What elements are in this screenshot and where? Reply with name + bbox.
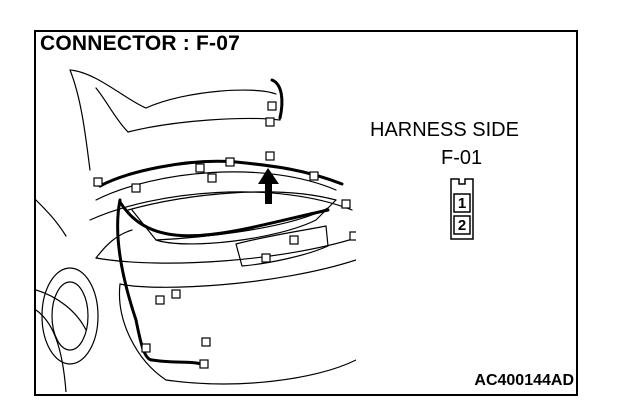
car-rear-illustration (36, 69, 356, 392)
connector-title: CONNECTOR : F-07 (40, 32, 240, 55)
pin-1-label: 1 (458, 195, 466, 212)
figure-id: AC400144AD (474, 372, 574, 389)
pin-2-label: 2 (458, 217, 466, 234)
up-arrow-icon (258, 168, 279, 204)
harness-connector-face: 1 2 (450, 178, 474, 240)
diagram-frame (34, 30, 578, 396)
harness-connector-code: F-01 (441, 147, 483, 169)
harness-side-label: HARNESS SIDE (370, 119, 519, 141)
